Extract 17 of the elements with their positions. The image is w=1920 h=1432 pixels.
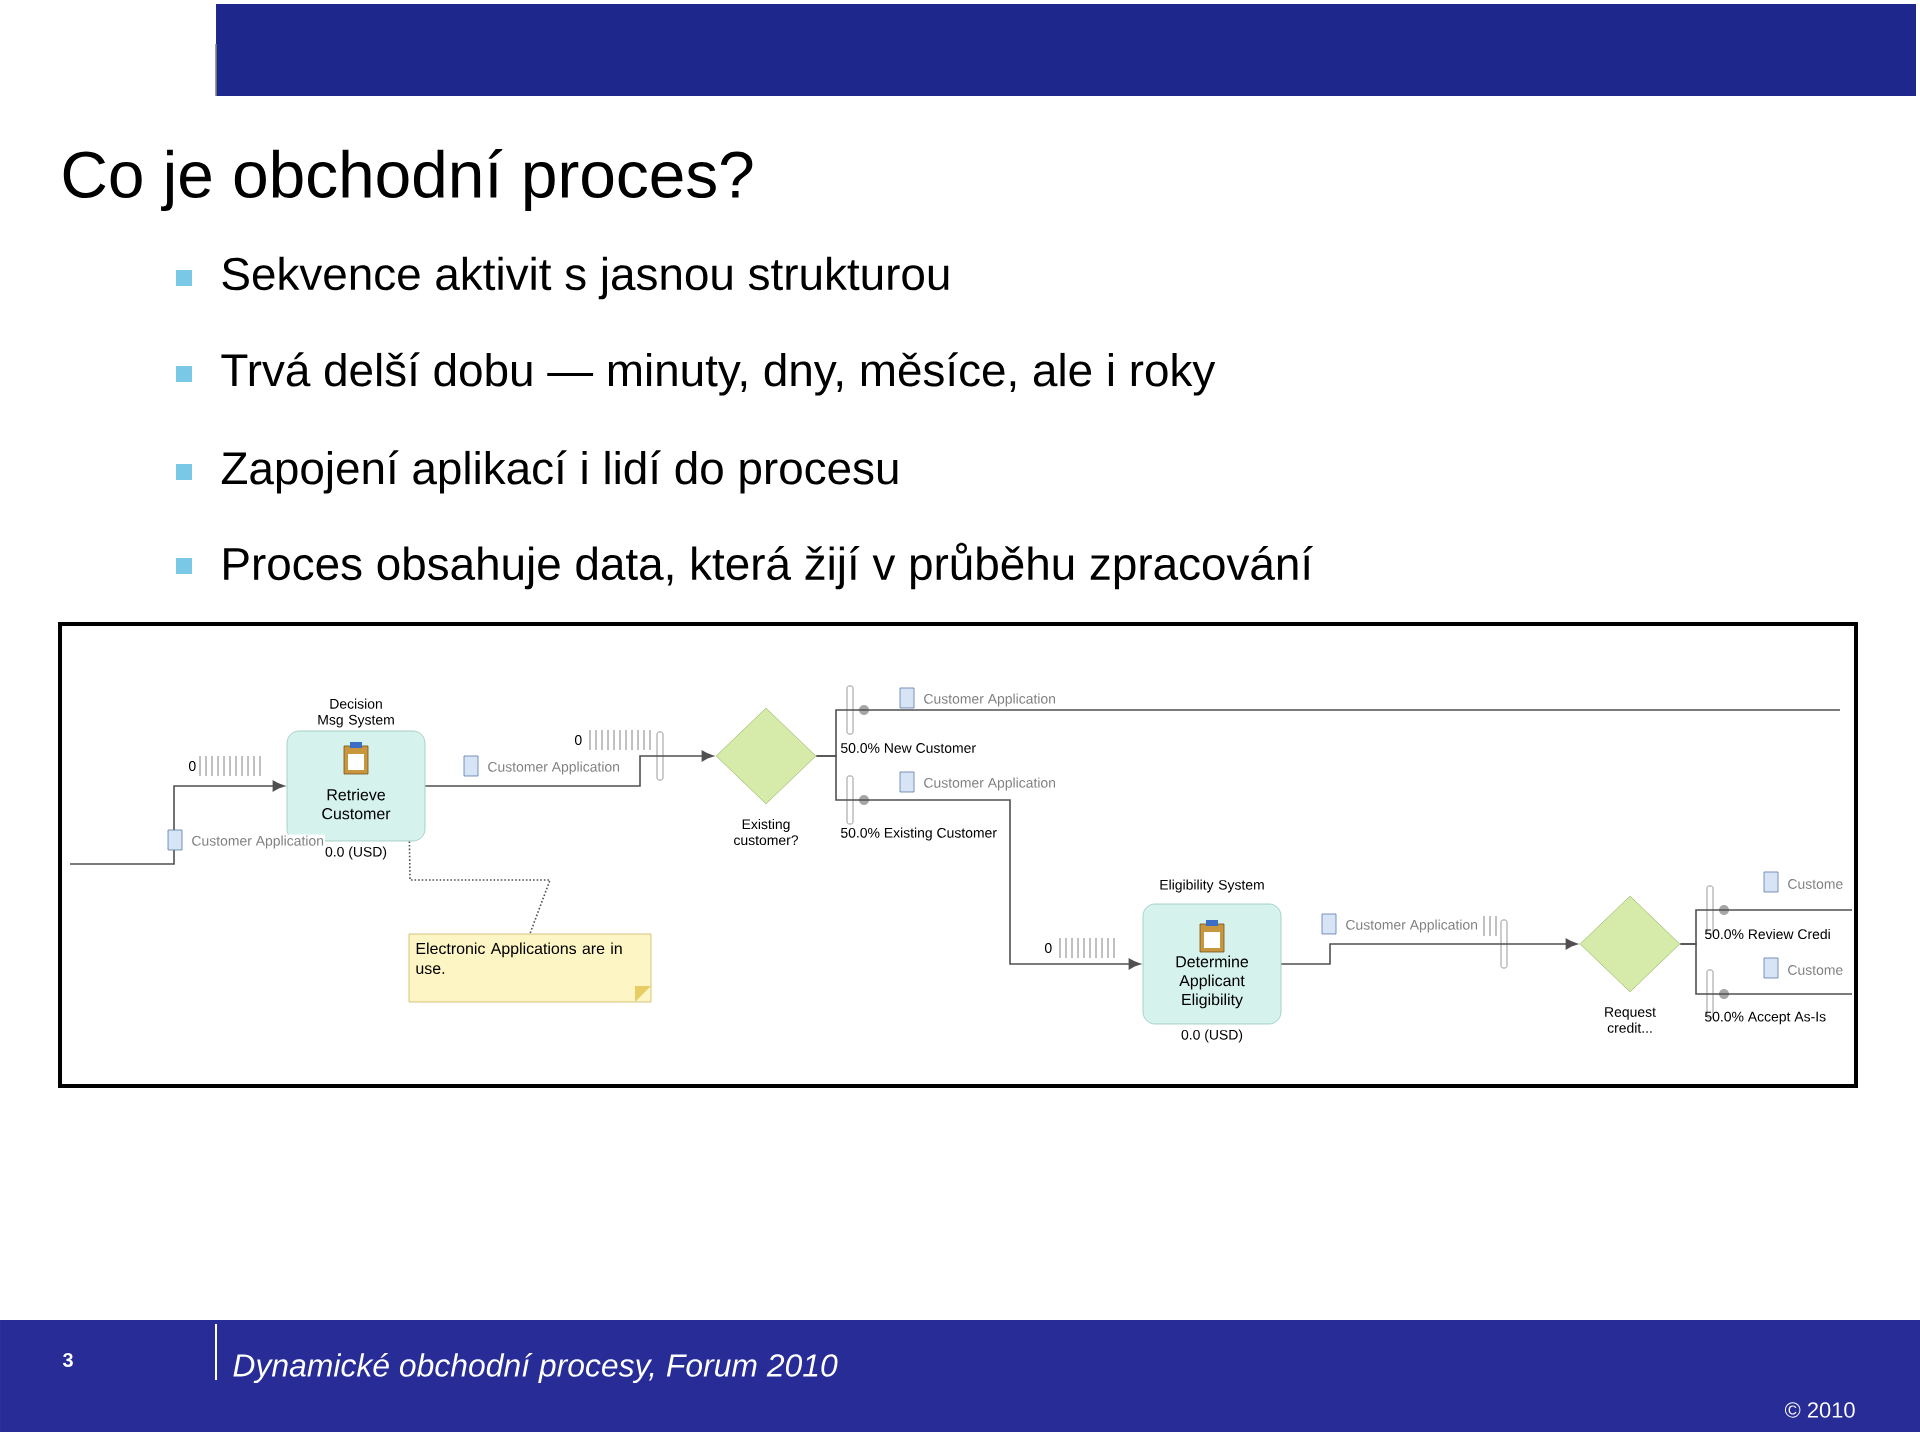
task-box <box>1142 903 1282 1025</box>
footer-text: Dynamické obchodní procesy, Forum 2010 <box>233 1352 838 1384</box>
connector <box>424 750 714 787</box>
decision-diamond <box>715 707 817 805</box>
bullet-text: Trvá delší dobu — minuty, dny, měsíce, ale i roky <box>221 352 1216 396</box>
bullet-text: Proces obsahuje data, která žijí v průběhu zpracování <box>224 542 1313 590</box>
connector <box>69 780 285 865</box>
bullet-text: Sekvence aktivit s jasnou strukturou <box>222 256 949 300</box>
page-number: 3 <box>62 1352 73 1368</box>
connector <box>1679 943 1853 995</box>
connector <box>815 755 1141 970</box>
bullet-text: Zapojení aplikací i lidí do procesu <box>221 450 898 494</box>
connector <box>408 840 552 935</box>
decision-diamond <box>1579 895 1681 993</box>
copyright-text: © 2010 <box>1784 1402 1855 1418</box>
slide-title: Co je obchodní proces? <box>63 148 753 212</box>
connector <box>1280 938 1578 965</box>
